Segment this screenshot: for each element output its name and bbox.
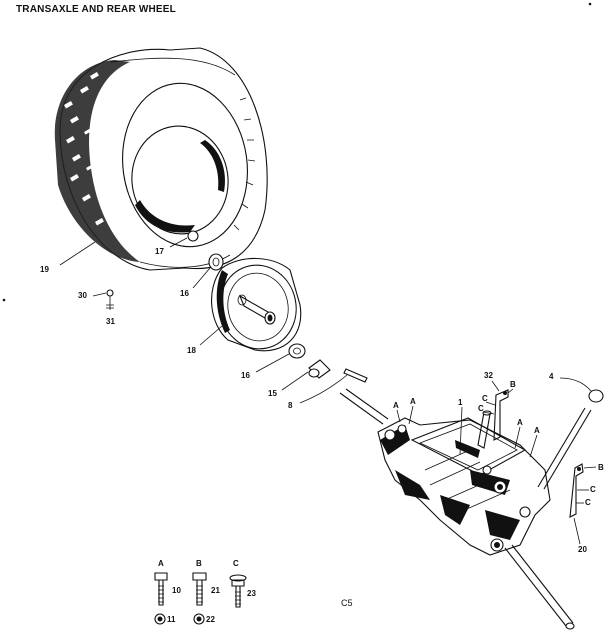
letter-c-2: C [478,404,484,413]
legend-washer-b: 22 [206,615,215,624]
letter-a-3: A [517,418,523,427]
callout-tire: 19 [40,265,49,274]
bracket-20-part [569,463,584,518]
letter-b-2: B [598,463,604,472]
letter-callouts: A A A A B B C C C C [393,380,604,507]
screw-30-part [106,289,114,297]
legend-washer-a: 11 [167,615,176,624]
transaxle-illustration [339,388,592,630]
callout-spacer: 15 [268,389,277,398]
bearing-outer-part [208,253,224,271]
callout-transaxle: 1 [458,398,463,407]
letter-c-4: C [585,498,591,507]
legend-bolt-b: 21 [211,586,220,595]
bracket-32-part [493,389,509,441]
cap-part [588,389,604,403]
legend-letter-a: A [158,559,164,568]
callout-bracket-32: 32 [484,371,493,380]
callout-screw-30: 30 [78,291,87,300]
legend-letter-c: C [233,559,239,568]
diagram-title: TRANSAXLE AND REAR WHEEL [16,4,176,15]
letter-a-1: A [393,401,399,410]
letter-c-3: C [590,485,596,494]
tire-illustration [54,47,268,271]
letter-c-1: C [482,394,488,403]
legend-letter-b: B [196,559,202,568]
callout-key: 8 [288,401,293,410]
tire-leader [59,241,96,266]
footer-code: C5 [341,598,353,608]
legend-bolt-c: 23 [247,589,256,598]
callout-bracket-20: 20 [578,545,587,554]
valve-stem-part [187,230,199,242]
callout-valve: 17 [155,247,164,256]
callout-bearing-outer: 16 [180,289,189,298]
callout-bearing-inner: 16 [241,371,250,380]
bearing-inner-part [288,343,306,359]
letter-b-1: B [510,380,516,389]
callout-rim: 18 [187,346,196,355]
rim-illustration [211,257,302,352]
key-part [343,368,368,383]
letter-a-2: A [410,397,416,406]
callout-screw-31: 31 [106,317,115,326]
hardware-legend: A 10 11 B 21 22 C 23 [154,559,256,625]
legend-bolt-a: 10 [172,586,181,595]
callout-cap: 4 [549,372,554,381]
letter-a-4: A [534,426,540,435]
